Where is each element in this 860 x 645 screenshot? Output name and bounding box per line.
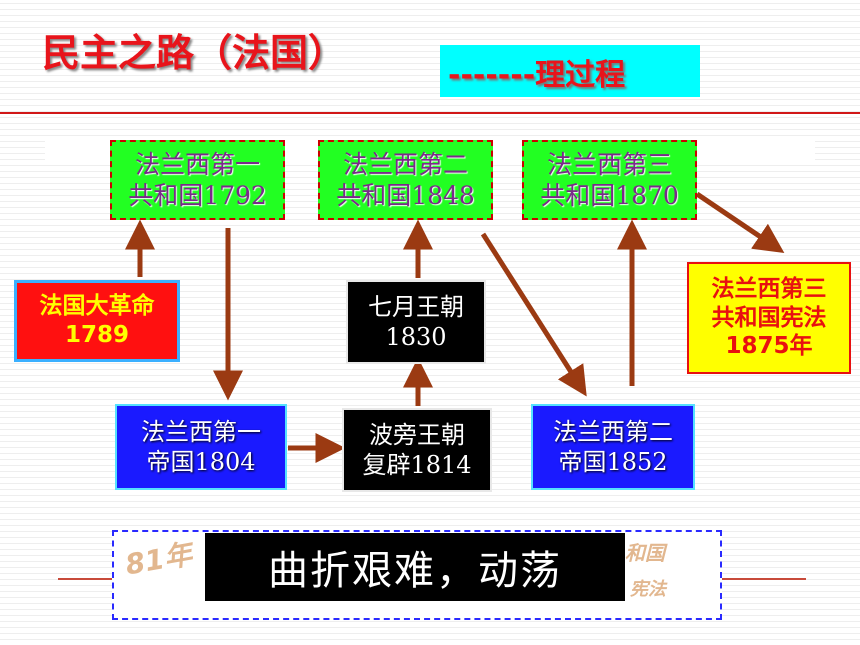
header-rule — [0, 112, 860, 114]
node-first-empire-line1: 法兰西第一 — [141, 418, 261, 446]
node-july-monarchy-line1: 七月王朝 — [368, 293, 464, 321]
node-first-republic: 法兰西第一 共和国1792 — [110, 140, 285, 220]
node-constitution-line1: 法兰西第三 — [711, 275, 827, 302]
node-restoration-line2: 复辟1814 — [362, 451, 472, 479]
arrow-second-republic-to-second-empire — [480, 232, 587, 397]
subtitle-box — [440, 45, 700, 97]
faded-text-right-bottom: 宪法 — [630, 579, 666, 600]
node-second-empire-line1: 法兰西第二 — [553, 418, 673, 446]
node-second-empire: 法兰西第二 帝国1852 — [531, 404, 695, 490]
node-second-republic-line2: 共和国1848 — [336, 181, 475, 210]
node-second-republic: 法兰西第二 共和国1848 — [318, 140, 493, 220]
bottom-line-left — [58, 578, 114, 580]
node-first-empire: 法兰西第一 帝国1804 — [115, 404, 287, 490]
node-revolution-line2: 1789 — [64, 322, 129, 348]
arrow-third-republic-to-constitution — [695, 191, 785, 253]
faded-text-right-top: 和国 — [625, 541, 665, 565]
node-constitution-line2: 共和国宪法 — [711, 304, 827, 331]
subtitle: -------理过程 — [448, 58, 626, 93]
node-constitution-line3: 1875年 — [725, 333, 813, 360]
node-third-republic: 法兰西第三 共和国1870 — [522, 140, 697, 220]
node-first-empire-line2: 帝国1804 — [146, 448, 256, 476]
bottom-line-right — [722, 578, 806, 580]
node-third-republic-line1: 法兰西第三 — [546, 149, 672, 179]
page-title: 民主之路（法国） — [42, 31, 347, 75]
node-constitution-1875: 法兰西第三 共和国宪法 1875年 — [687, 262, 851, 374]
node-revolution-line1: 法国大革命 — [39, 293, 155, 320]
node-first-republic-line1: 法兰西第一 — [134, 149, 260, 179]
node-third-republic-line2: 共和国1870 — [540, 181, 679, 210]
node-bourbon-restoration: 波旁王朝 复辟1814 — [342, 408, 492, 492]
node-july-monarchy: 七月王朝 1830 — [346, 280, 486, 364]
node-second-empire-line2: 帝国1852 — [558, 448, 668, 476]
node-restoration-line1: 波旁王朝 — [369, 421, 465, 449]
node-revolution: 法国大革命 1789 — [14, 280, 180, 362]
node-second-republic-line1: 法兰西第二 — [342, 149, 468, 179]
summary-banner: 曲折艰难，动荡 — [205, 533, 625, 601]
node-july-monarchy-line2: 1830 — [385, 323, 447, 351]
node-first-republic-line2: 共和国1792 — [128, 181, 267, 210]
